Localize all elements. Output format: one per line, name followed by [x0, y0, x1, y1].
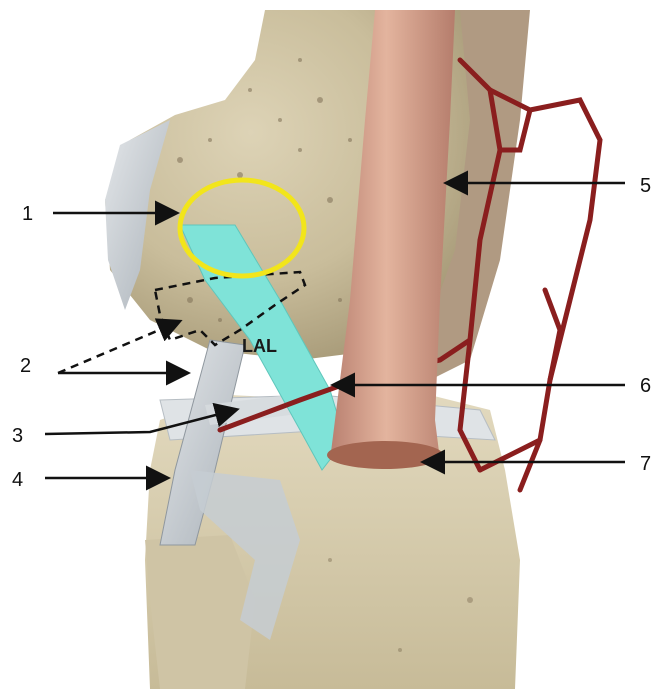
label-4: 4 — [12, 469, 23, 491]
label-1: 1 — [22, 203, 33, 225]
label-6: 6 — [640, 375, 651, 397]
lal-label: LAL — [242, 336, 277, 356]
label-3: 3 — [12, 425, 23, 447]
label-2: 2 — [20, 355, 31, 377]
fibula-head — [145, 535, 255, 689]
tendon-insertion — [327, 441, 443, 469]
label-7: 7 — [640, 453, 651, 475]
label-5: 5 — [640, 175, 651, 197]
